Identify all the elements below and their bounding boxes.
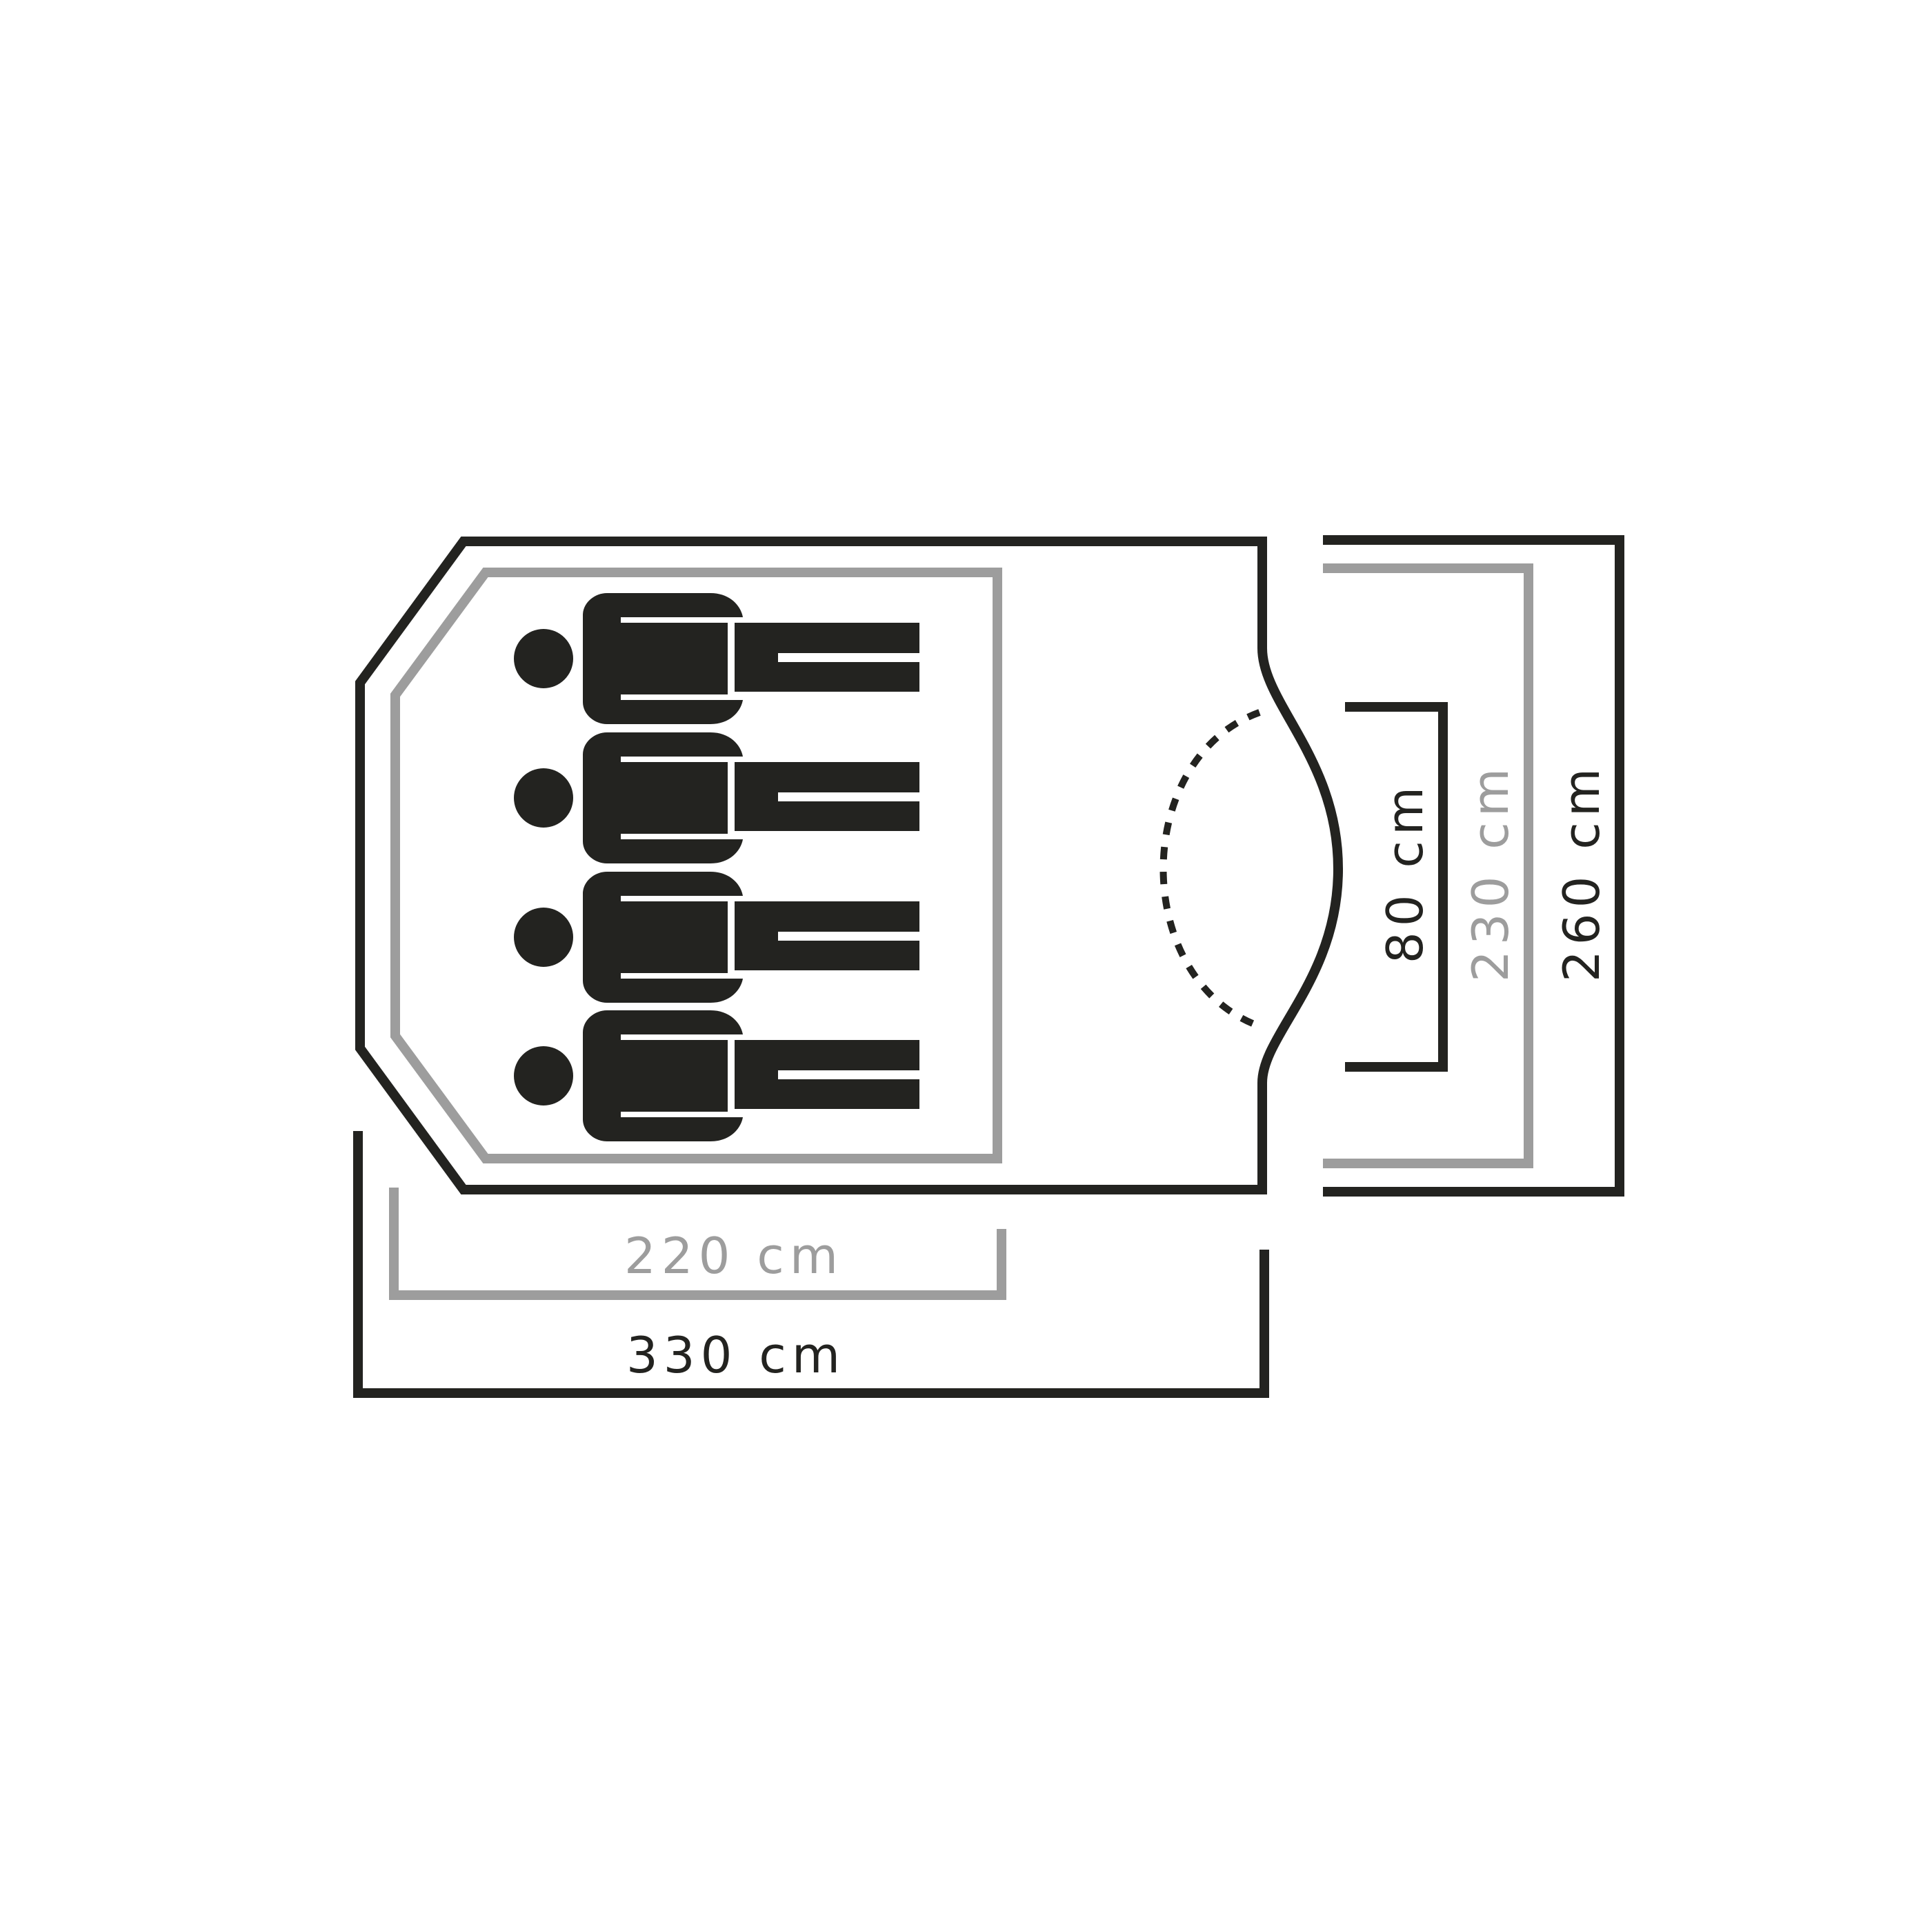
door-height-label: 80 cm — [1376, 781, 1434, 963]
inner-width-bracket — [389, 1188, 1006, 1300]
outer-tent-outline — [355, 537, 1344, 1194]
inner-height-bracket — [1323, 563, 1533, 1168]
person-sleeping-icon — [514, 593, 919, 724]
door-height-bracket — [1345, 702, 1448, 1072]
outer-height-label: 260 cm — [1553, 763, 1611, 982]
door-arc-icon — [1159, 709, 1261, 1030]
outer-height-bracket — [1323, 535, 1624, 1197]
inner-height-label: 230 cm — [1462, 763, 1520, 982]
person-sleeping-icon — [514, 732, 919, 863]
inner-width-label: 220 cm — [624, 1227, 844, 1285]
outer-width-bracket — [353, 1131, 1269, 1398]
person-sleeping-icon — [514, 872, 919, 1003]
outer-width-label: 330 cm — [626, 1326, 846, 1384]
inner-tent-outline — [390, 568, 1002, 1163]
person-sleeping-icon — [514, 1010, 919, 1141]
